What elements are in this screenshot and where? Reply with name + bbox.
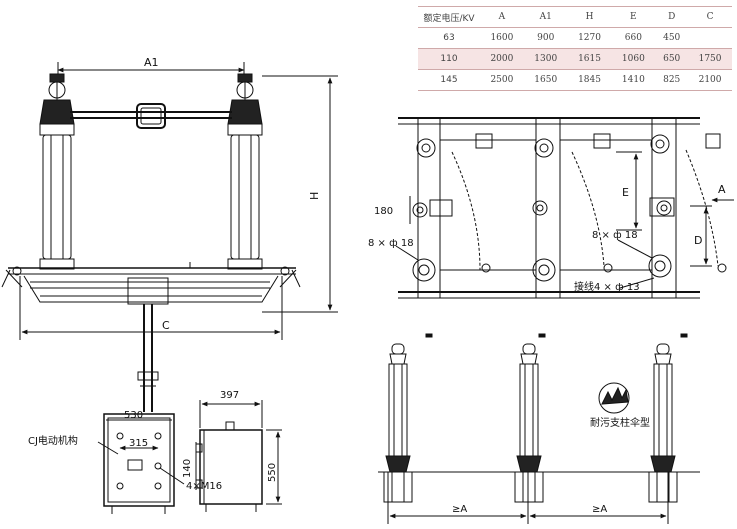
table-cell: 825 xyxy=(655,69,689,91)
spacing-label: ≥A xyxy=(592,504,607,515)
side-view xyxy=(378,333,700,524)
dim-d-label: D xyxy=(694,234,702,247)
dim-530-label: 530 xyxy=(124,410,143,421)
dim-a-label: A xyxy=(718,183,726,196)
dim-e-label: E xyxy=(622,186,629,199)
table-cell: 1060 xyxy=(611,48,656,70)
header-cell: A1 xyxy=(523,6,568,28)
front-view xyxy=(1,62,338,514)
header-cell: D xyxy=(655,6,689,28)
rotating-head-left xyxy=(39,73,75,125)
dim-c-label: C xyxy=(162,319,170,332)
dim-140-label: 140 xyxy=(182,459,193,478)
spec-table: 额定电压/KV A A1 H E D C 63 1600 900 1270 66… xyxy=(418,6,732,91)
base-frame xyxy=(1,262,301,305)
table-cell: 660 xyxy=(624,33,642,43)
dim-550-label: 550 xyxy=(267,463,278,482)
table-cell: 63 xyxy=(443,33,455,43)
ground-holes-label: 接线4 × ф 13 xyxy=(574,280,640,293)
right-insulator xyxy=(227,123,263,270)
dim-h-label: H xyxy=(308,192,321,200)
insulator-column xyxy=(383,343,413,503)
header-cell: 额定电压/KV xyxy=(418,6,480,28)
table-cell: 900 xyxy=(537,33,555,43)
table-cell: 1750 xyxy=(688,48,732,70)
table-cell: 1270 xyxy=(578,33,601,43)
table-cell: 2500 xyxy=(480,69,524,91)
dim-397-label: 397 xyxy=(220,390,239,401)
table-cell: 1600 xyxy=(490,33,514,43)
dim-180-label: 180 xyxy=(374,206,393,217)
table-cell: 110 xyxy=(418,48,480,70)
cj-mechanism-box xyxy=(103,413,175,514)
table-cell: 1615 xyxy=(567,48,612,70)
table-cell: 1410 xyxy=(611,69,656,91)
mechanism-label: CJ电动机构 xyxy=(28,434,78,447)
holes-right-label: 8 × ф 18 xyxy=(592,230,638,241)
cj-mechanism-side xyxy=(195,421,263,512)
bolts-label: 4×M16 xyxy=(186,481,222,492)
table-cell: 145 xyxy=(418,69,480,91)
header-cell: C xyxy=(688,6,732,28)
insulator-column xyxy=(514,343,544,503)
top-view xyxy=(395,117,734,299)
spacing-label: ≥A xyxy=(452,504,467,515)
table-cell: 450 xyxy=(663,33,681,43)
insulator-column xyxy=(648,343,678,503)
shed-profile-detail xyxy=(598,382,630,414)
table-row: 110 2000 1300 1615 1060 650 1750 xyxy=(418,48,732,70)
dim-a1-label: A1 xyxy=(144,56,159,69)
rotating-head-right xyxy=(227,73,263,125)
header-cell: A xyxy=(480,6,524,28)
insulator-type-label: 耐污支柱伞型 xyxy=(590,416,650,429)
table-row: 63 1600 900 1270 660 450 xyxy=(418,28,732,49)
table-cell: 1300 xyxy=(523,48,568,70)
table-header-row: 额定电压/KV A A1 H E D C xyxy=(418,6,732,28)
table-cell: 1845 xyxy=(567,69,612,91)
header-cell: H xyxy=(567,6,612,28)
header-cell: E xyxy=(611,6,656,28)
left-insulator xyxy=(39,123,75,270)
holes-left-label: 8 × ф 18 xyxy=(368,238,414,249)
table-row: 145 2500 1650 1845 1410 825 2100 xyxy=(418,69,732,91)
table-cell: 2100 xyxy=(688,69,732,91)
table-cell: 1650 xyxy=(523,69,568,91)
switch-blade xyxy=(70,103,232,129)
table-cell: 2000 xyxy=(480,48,524,70)
dim-315-label: 315 xyxy=(129,438,148,449)
table-cell: 650 xyxy=(655,48,689,70)
